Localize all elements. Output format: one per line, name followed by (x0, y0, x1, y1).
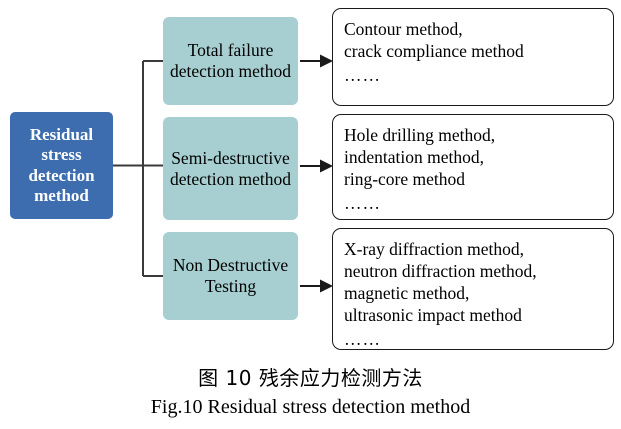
arrow-icon-2 (300, 159, 333, 173)
detail-line: indentation method, (344, 147, 484, 168)
detail-line: crack compliance method (344, 41, 524, 62)
node-category-non-destructive[interactable]: Non Destructive Testing (163, 232, 298, 320)
detail-line: Contour method, (344, 19, 463, 39)
detail-line: X-ray diffraction method, (344, 239, 524, 259)
node-category-semi-destructive[interactable]: Semi-destructive detection method (163, 117, 298, 220)
node-root[interactable]: Residual stress detection method (10, 112, 113, 219)
figure-caption-english: Fig.10 Residual stress detection method (150, 396, 471, 418)
detail-line: neutron diffraction method, (344, 261, 537, 282)
detail-line: Hole drilling method, (344, 125, 496, 145)
figure-caption-chinese: 图 10 残余应力检测方法 (198, 366, 423, 390)
root-bracket-icon (113, 60, 163, 277)
arrow-icon-3 (300, 279, 333, 293)
detail-ellipsis: …… (344, 329, 381, 350)
node-detail-total-failure[interactable]: Contour method, crack compliance method … (332, 8, 614, 106)
node-detail-non-destructive[interactable]: X-ray diffraction method, neutron diffra… (332, 228, 614, 350)
arrow-icon-1 (300, 54, 333, 68)
node-category-total-failure[interactable]: Total failure detection method (163, 17, 298, 105)
node-category-label: Semi-destructive detection method (169, 147, 291, 189)
category-to-detail-arrows (300, 54, 333, 293)
connector-lines (113, 54, 333, 293)
node-category-label: Non Destructive Testing (172, 255, 289, 296)
node-category-label: Total failure detection method (169, 40, 291, 81)
detail-line: ultrasonic impact method (344, 305, 522, 326)
detail-ellipsis: …… (344, 65, 381, 86)
node-detail-semi-destructive[interactable]: Hole drilling method, indentation method… (332, 114, 614, 220)
detail-line: ring-core method (344, 169, 465, 190)
detail-ellipsis: …… (344, 193, 381, 214)
node-root-label: Residual stress detection method (28, 125, 95, 205)
detail-line: magnetic method, (344, 283, 470, 304)
